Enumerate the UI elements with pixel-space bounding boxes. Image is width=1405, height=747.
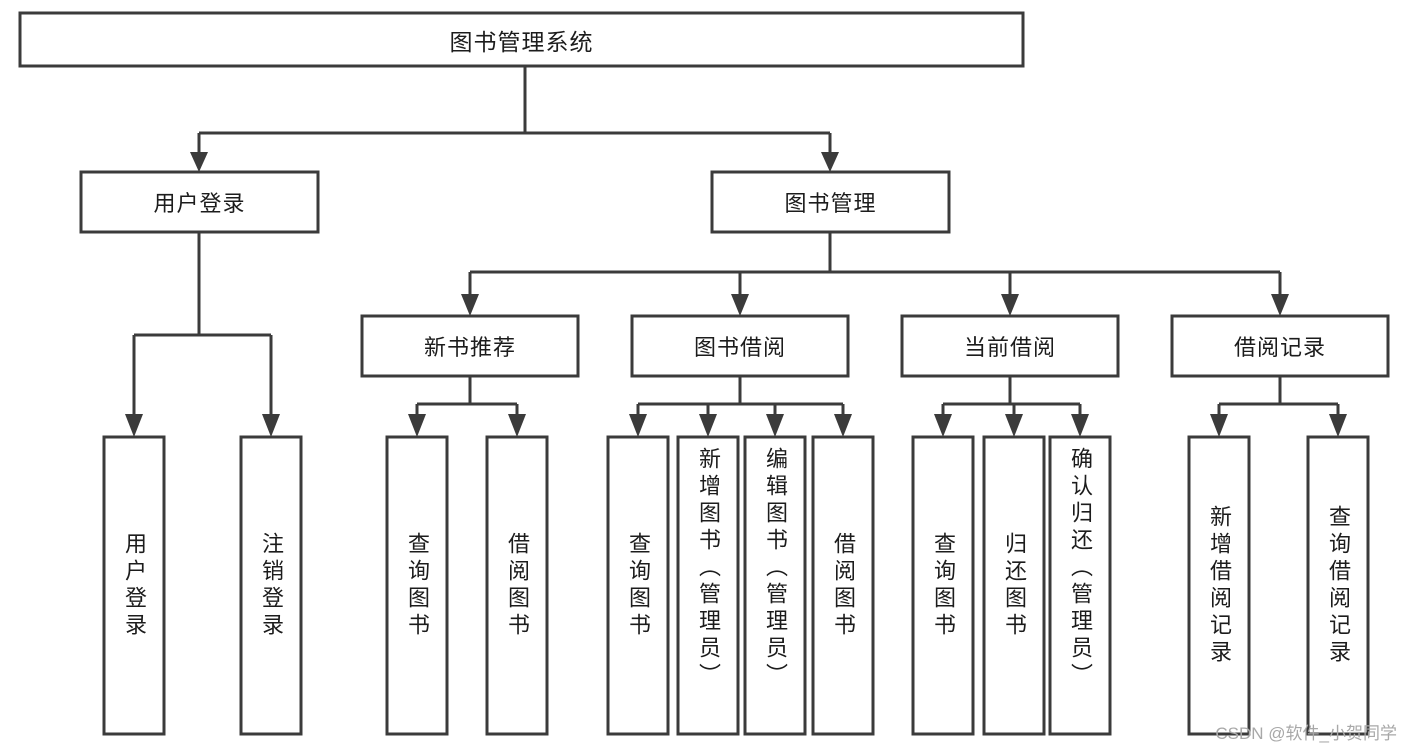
- arrow-head-borrow-record: [1271, 294, 1289, 316]
- arrow-head-leaf-query-record: [1329, 414, 1347, 437]
- connector-bookborrow-to-leaves: [629, 376, 852, 437]
- connector-userlogin-to-leaves: [125, 232, 280, 437]
- arrow-head-leaf-user-login: [125, 414, 143, 437]
- connector-bookmgmt-to-level2: [461, 232, 1289, 316]
- arrow-head-book-management: [821, 152, 839, 172]
- arrow-head-leaf-query-book-3: [934, 414, 952, 437]
- connector-newbook-to-leaves: [408, 376, 526, 437]
- node-box-leaf-query-book-3[interactable]: [911, 435, 975, 736]
- node-box-leaf-return-book[interactable]: [982, 435, 1046, 736]
- arrow-head-user-login: [190, 152, 208, 172]
- arrow-head-leaf-logout: [262, 414, 280, 437]
- node-box-borrow-record[interactable]: [1170, 314, 1390, 378]
- node-box-leaf-query-book-2[interactable]: [606, 435, 670, 736]
- connector-borrowrecord-to-leaves: [1210, 376, 1347, 437]
- node-box-leaf-query-record[interactable]: [1306, 435, 1370, 736]
- node-box-current-borrow[interactable]: [900, 314, 1120, 378]
- node-box-leaf-query-book-1[interactable]: [385, 435, 449, 736]
- arrow-head-leaf-borrow-book-1: [508, 414, 526, 437]
- node-box-leaf-logout[interactable]: [239, 435, 303, 736]
- node-box-leaf-add-record[interactable]: [1187, 435, 1251, 736]
- node-box-leaf-add-book[interactable]: [676, 435, 740, 736]
- arrow-head-book-borrow: [731, 294, 749, 316]
- arrow-head-leaf-edit-book: [766, 414, 784, 437]
- node-box-user-login[interactable]: [79, 170, 320, 234]
- node-box-new-book-recommend[interactable]: [360, 314, 580, 378]
- node-box-book-borrow[interactable]: [630, 314, 850, 378]
- arrow-head-leaf-query-book-1: [408, 414, 426, 437]
- arrow-head-leaf-add-book: [699, 414, 717, 437]
- node-box-book-management[interactable]: [710, 170, 951, 234]
- node-box-leaf-edit-book[interactable]: [743, 435, 807, 736]
- arrow-head-leaf-query-book-2: [629, 414, 647, 437]
- arrow-head-leaf-add-record: [1210, 414, 1228, 437]
- arrow-head-new-book-recommend: [461, 294, 479, 316]
- node-box-leaf-user-login[interactable]: [102, 435, 166, 736]
- node-box-leaf-borrow-book-2[interactable]: [811, 435, 875, 736]
- connector-root-to-level1: [190, 66, 839, 172]
- arrow-head-leaf-return-book: [1005, 414, 1023, 437]
- arrow-head-current-borrow: [1001, 294, 1019, 316]
- node-box-leaf-borrow-book-1[interactable]: [485, 435, 549, 736]
- arrow-head-leaf-confirm-return: [1071, 414, 1089, 437]
- arrow-head-leaf-borrow-book-2: [834, 414, 852, 437]
- node-box-root[interactable]: [18, 11, 1025, 68]
- connector-currentborrow-to-leaves: [934, 376, 1089, 437]
- node-box-leaf-confirm-return[interactable]: [1048, 435, 1112, 736]
